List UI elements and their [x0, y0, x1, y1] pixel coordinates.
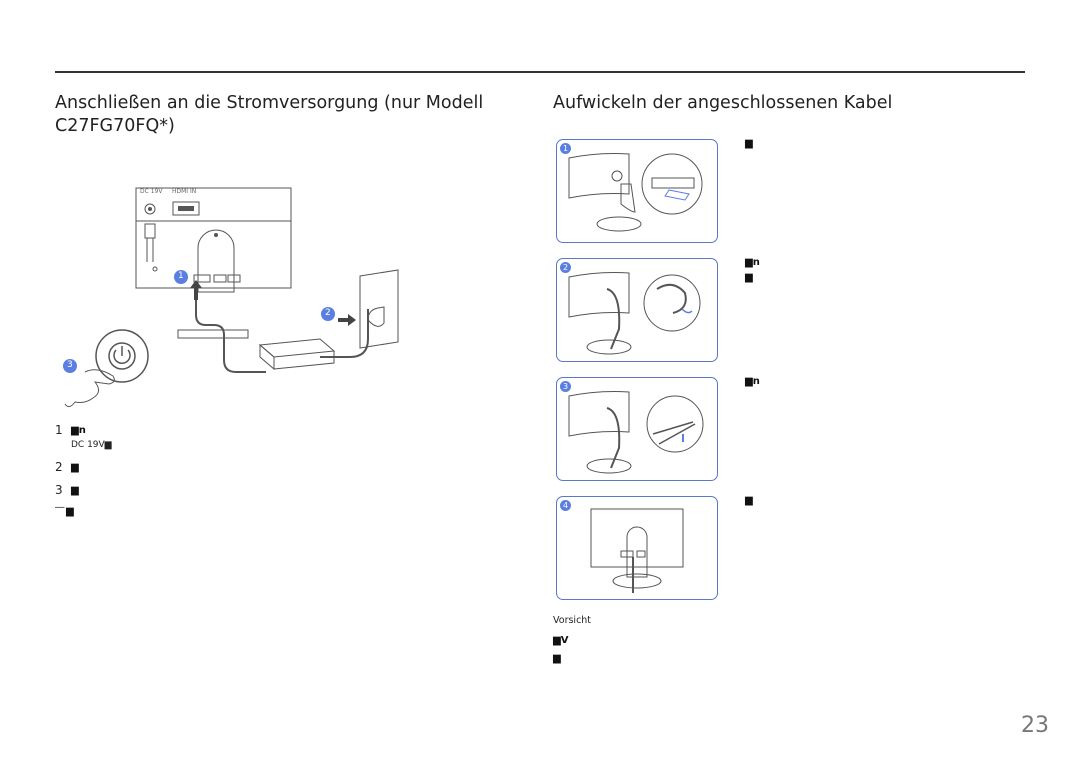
step-3-text: ▆: [71, 485, 79, 496]
section-title-cable-wrap: Aufwickeln der angeschlossenen Kabel: [553, 93, 893, 113]
panel-3-text: ▆n: [745, 376, 760, 387]
port-label-hdmi: HDMI IN: [172, 188, 197, 195]
note-text: ▆: [66, 506, 74, 517]
panel-2-text-1: ▆n: [745, 257, 760, 268]
caution-heading: Vorsicht: [553, 615, 592, 626]
top-rule: [55, 71, 1025, 73]
panel-4-badge: 4: [560, 500, 571, 511]
page-number: 23: [1021, 713, 1049, 738]
callout-3: 3: [67, 360, 73, 370]
section-title-power: Anschließen an die Stromversorgung (nur …: [55, 93, 484, 136]
panel-1-text: ▆: [745, 138, 753, 149]
cable-step-panel-4: 4: [556, 496, 718, 600]
step-1-number: 1: [55, 423, 63, 437]
note-dash: ―: [55, 502, 65, 513]
cable-step-panel-1: 1: [556, 139, 718, 243]
port-label-dc: DC 19V: [140, 188, 163, 195]
callout-1: 1: [178, 271, 184, 281]
panel-2-badge: 2: [560, 262, 571, 273]
step-2-text: ▆: [71, 462, 79, 473]
step-1-subtext: DC 19V▆: [71, 440, 112, 450]
panel-3-badge: 3: [560, 381, 571, 392]
callout-2: 2: [325, 308, 331, 318]
panel-2-text-2: ▆: [745, 272, 753, 283]
caution-line-1: ▆V: [553, 635, 569, 646]
panel-4-text: ▆: [745, 495, 753, 506]
caution-line-2: ▆: [553, 653, 561, 664]
step-1-text: ▆n: [71, 425, 86, 436]
step-3-number: 3: [55, 483, 63, 497]
step-2-number: 2: [55, 460, 63, 474]
cable-step-panel-3: 3: [556, 377, 718, 481]
panel-1-badge: 1: [560, 143, 571, 154]
cable-step-panel-2: 2: [556, 258, 718, 362]
power-connection-figure: DC 19V HDMI IN 1 2 3: [60, 180, 420, 410]
